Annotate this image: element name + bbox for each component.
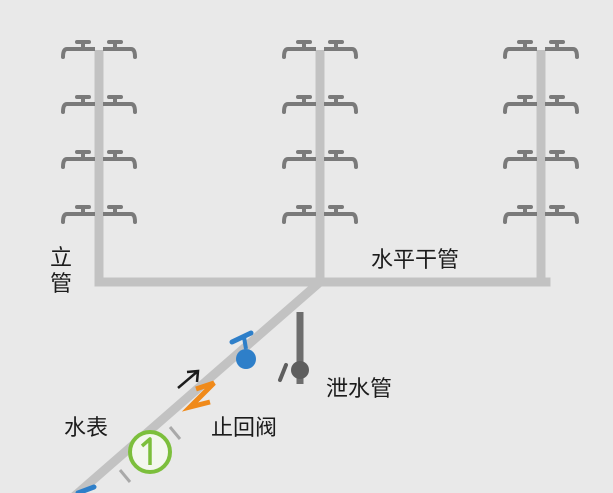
drain-pipe-label: 泄水管 bbox=[326, 377, 393, 402]
faucet-icon bbox=[324, 95, 358, 114]
faucet-icon bbox=[324, 150, 358, 169]
faucet-icon bbox=[282, 150, 316, 169]
faucet-icon bbox=[545, 205, 579, 224]
faucet-icon bbox=[503, 95, 537, 114]
faucet-icon bbox=[545, 150, 579, 169]
faucet-icon bbox=[545, 40, 579, 59]
meter-dial-icon bbox=[140, 437, 152, 465]
lower-valve-handle-icon bbox=[75, 484, 97, 493]
faucet-icon bbox=[282, 95, 316, 114]
horizontal-main-label: 水平干管 bbox=[371, 248, 460, 273]
faucet-icon bbox=[103, 150, 137, 169]
drain-valve bbox=[291, 361, 309, 379]
faucets bbox=[61, 40, 579, 224]
faucet-icon bbox=[503, 205, 537, 224]
drain-valve-handle-icon bbox=[278, 363, 288, 382]
water-meter bbox=[128, 430, 172, 474]
valve-handle-icon bbox=[229, 330, 254, 345]
faucet-icon bbox=[282, 40, 316, 59]
supply-pipe bbox=[71, 278, 323, 493]
faucet-icon bbox=[503, 40, 537, 59]
pipes bbox=[71, 50, 551, 493]
meter-joint-lower bbox=[118, 469, 132, 483]
flow-arrow-icon bbox=[177, 369, 200, 389]
faucet-icon bbox=[545, 95, 579, 114]
meter-joint-upper bbox=[168, 426, 182, 440]
faucet-icon bbox=[61, 95, 95, 114]
gate-valve bbox=[229, 330, 256, 369]
faucet-icon bbox=[103, 95, 137, 114]
faucet-icon bbox=[103, 40, 137, 59]
faucet-icon bbox=[324, 40, 358, 59]
faucet-icon bbox=[61, 150, 95, 169]
check-valve-label: 止回阀 bbox=[211, 416, 278, 441]
faucet-icon bbox=[503, 150, 537, 169]
faucet-icon bbox=[282, 205, 316, 224]
water-meter-label: 水表 bbox=[64, 416, 109, 441]
faucet-icon bbox=[103, 205, 137, 224]
check-valve bbox=[177, 369, 216, 412]
check-valve-icon bbox=[181, 380, 216, 412]
drain-pipe bbox=[278, 312, 309, 384]
faucet-icon bbox=[324, 205, 358, 224]
faucet-icon bbox=[61, 205, 95, 224]
faucet-icon bbox=[61, 40, 95, 59]
riser-label: 立管 bbox=[50, 246, 73, 297]
